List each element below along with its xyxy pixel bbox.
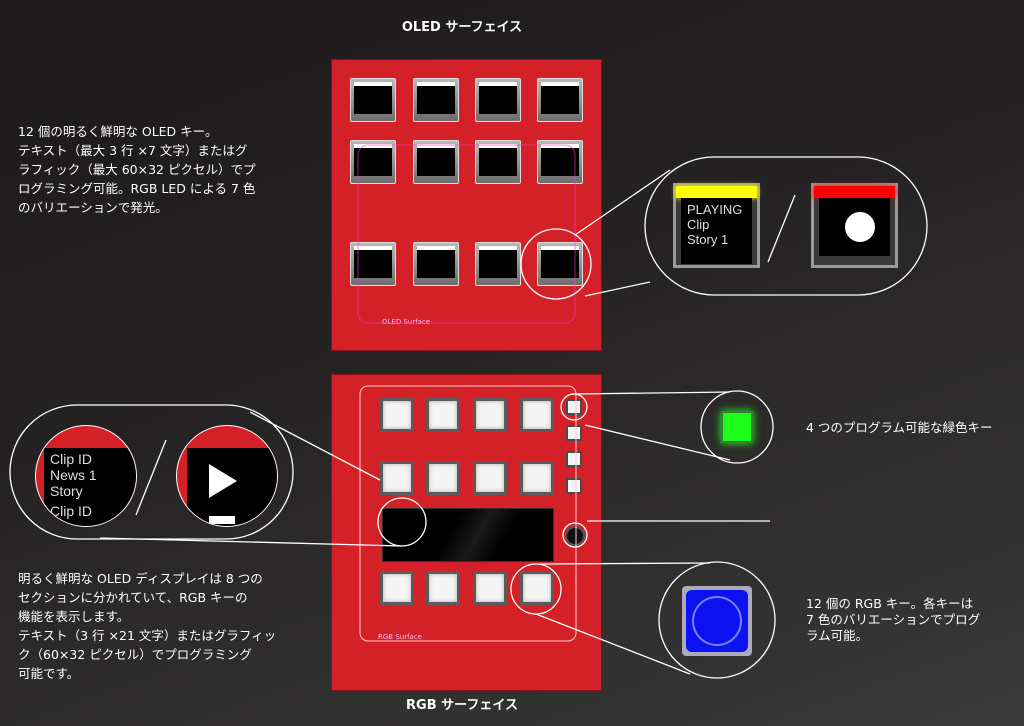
oled-key[interactable] [537,78,583,122]
oled-key[interactable] [413,78,459,122]
oled-key[interactable] [413,242,459,286]
oled-key-zoom-circle [520,228,592,300]
rgb-key[interactable] [426,461,460,495]
key-text-line: Clip [687,217,710,232]
oled-text-key-example: PLAYING Clip Story 1 [673,183,760,268]
oled-key[interactable] [475,78,521,122]
display-text-line: Clip ID [50,503,93,519]
oled-callout-oval [644,156,928,296]
display-text-zoom: Clip ID News 1 Story Clip ID [35,425,137,527]
blue-key-zoom-circle [658,561,776,679]
yellow-led-bar [676,186,757,198]
display-text-line: Story [50,483,83,499]
rgb-outline [359,385,577,642]
record-circle-icon [845,212,875,242]
key-text-line: PLAYING [687,202,743,217]
play-icon [209,464,237,498]
rgb-keys-description: 12 個の RGB キー。各キーは 7 色のバリエーションでプログ ラム可能。 [806,596,981,643]
green-key[interactable] [566,478,582,494]
display-text-line: Clip ID [50,451,93,467]
rgb-key[interactable] [426,398,460,432]
rgb-key[interactable] [520,398,554,432]
oled-graphic-key-example [811,183,898,268]
rgb-key[interactable] [473,571,507,605]
oled-keys-description: 12 個の明るく鮮明な OLED キー。 テキスト（最大 3 行 ×7 文字）ま… [18,124,256,215]
oled-display [382,508,554,562]
rgb-panel-label: RGB Surface [374,633,426,641]
oled-surface-title: OLED サーフェイス [401,20,523,35]
rgb-key[interactable] [426,571,460,605]
rgb-key[interactable] [380,571,414,605]
oled-key[interactable] [475,242,521,286]
blue-rgb-key-example [682,586,752,656]
oled-key[interactable] [413,140,459,184]
rgb-surface-title: RGB サーフェイス [406,698,518,713]
rgb-key[interactable] [380,398,414,432]
display-text-line: News 1 [50,467,97,483]
key-text-line: Story 1 [687,232,729,247]
green-key[interactable] [566,451,582,467]
green-keys-description: 4 つのプログラム可能な緑色キー [806,420,993,435]
rgb-key[interactable] [520,571,554,605]
green-key[interactable] [566,425,582,441]
oled-display-description: 明るく鮮明な OLED ディスプレイは 8 つの セクションに分かれていて、RG… [18,571,277,681]
green-key-example [721,411,753,443]
oled-panel-label: OLED Surface [378,318,435,326]
rgb-key[interactable] [380,461,414,495]
rgb-key[interactable] [473,461,507,495]
rgb-key[interactable] [520,461,554,495]
oled-key[interactable] [475,140,521,184]
green-key[interactable] [566,399,582,415]
red-led-bar [814,186,895,198]
knob[interactable] [565,526,585,546]
oled-key[interactable] [350,78,396,122]
display-graphic-zoom [176,425,278,527]
display-zoom-circle [377,497,427,547]
green-key-zoom-circle [700,390,774,464]
rgb-key[interactable] [473,398,507,432]
